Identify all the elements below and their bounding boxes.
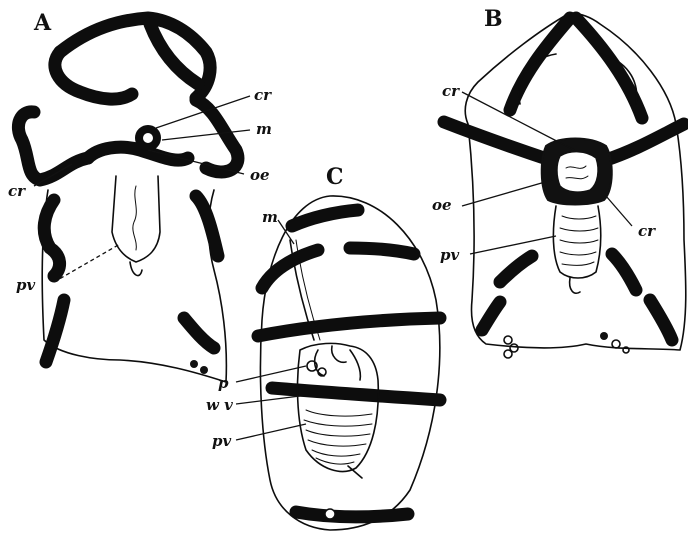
panel-c-stripe-6: [316, 458, 354, 464]
panel-c-lead-wv: [236, 396, 300, 404]
panel-a-mouth: [139, 129, 157, 147]
panel-b-ciliary-ring-inner: [557, 152, 598, 192]
panel-b-statocyst-1: [504, 336, 512, 344]
panel-b-label-oe: oe: [432, 196, 452, 214]
panel-a-left-wing: [18, 112, 88, 180]
panel-c-wheel-organ: [315, 346, 361, 380]
panel-c-stripe-5: [312, 450, 360, 456]
panel-b-tail-right: [650, 300, 672, 340]
panel-a-head-lobes: [60, 18, 210, 98]
panel-c-pharynx-outline: [298, 343, 379, 471]
panel-a-tail-left: [46, 300, 64, 362]
panel-b-label-cr: cr: [442, 82, 460, 100]
panel-c-stripe-1: [306, 410, 372, 416]
panel-b-arc-right: [576, 18, 642, 118]
panel-c-label-wv: w v: [206, 396, 233, 414]
panel-a-letter: A: [33, 10, 52, 36]
panel-a-tail-right: [184, 318, 214, 348]
panel-a-lead-m: [162, 130, 250, 140]
panel-c-lead-p: [236, 366, 306, 382]
panel-c-band-1: [292, 210, 358, 226]
panel-b-eyespot-1: [600, 332, 608, 340]
panel-c-label-m: m: [262, 208, 278, 226]
panel-a-body-outline: [42, 190, 226, 382]
panel-b-label-cr-right: cr: [638, 222, 656, 240]
panel-b-lead-oe: [462, 180, 552, 206]
panel-c-band-3: [258, 318, 440, 336]
panel-a-label-oe: oe: [250, 166, 270, 184]
panel-b: B cr oe cr: [432, 6, 686, 358]
panel-b-letter: B: [484, 6, 503, 32]
panel-a-collar: [88, 147, 188, 160]
panel-a-label-pv: pv: [16, 276, 35, 294]
panel-c-stripe-4: [308, 440, 366, 446]
panel-c-stripe-3: [306, 430, 370, 436]
panel-b-lead-cr-right: [606, 196, 632, 226]
panel-b-tail-left: [482, 302, 500, 330]
panel-c-label-p: p: [218, 374, 229, 392]
panel-a: A cr m oe cr pv: [8, 10, 272, 382]
panel-b-right-band: [612, 254, 636, 290]
panel-a-pharynx-stalk: [130, 262, 142, 276]
panel-c-letter: C: [326, 164, 344, 190]
panel-a-label-m: m: [256, 120, 272, 138]
panel-b-pharynx-stripes: [560, 216, 598, 265]
panel-a-left-band: [44, 200, 59, 276]
panel-a-eyespot-1: [190, 360, 198, 368]
panel-c-band-2b: [350, 248, 414, 254]
panel-c-stripe-2: [304, 420, 372, 426]
panel-a-label-cr: cr: [254, 86, 272, 104]
panel-b-pharynx-stalk: [570, 278, 580, 293]
panel-a-head-lobe-left: [55, 52, 132, 99]
panel-a-pharynx-lumen: [133, 186, 136, 250]
panel-c-band-5: [296, 512, 408, 517]
panel-c: C m p w v pv: [206, 164, 440, 530]
panel-c-anal-pore: [325, 509, 335, 519]
panel-a-eyespot-2: [200, 366, 208, 374]
panel-a-label-cr-left: cr: [8, 182, 26, 200]
panel-a-right-band: [196, 196, 218, 256]
panel-c-band-2a: [262, 250, 318, 288]
panel-b-left-band: [500, 256, 532, 282]
panel-c-lead-pv: [236, 424, 306, 440]
panel-b-lead-pv: [470, 236, 556, 254]
panel-b-statocyst-3: [504, 350, 512, 358]
panel-c-label-pv: pv: [212, 432, 231, 450]
panel-b-label-pv: pv: [440, 246, 459, 264]
